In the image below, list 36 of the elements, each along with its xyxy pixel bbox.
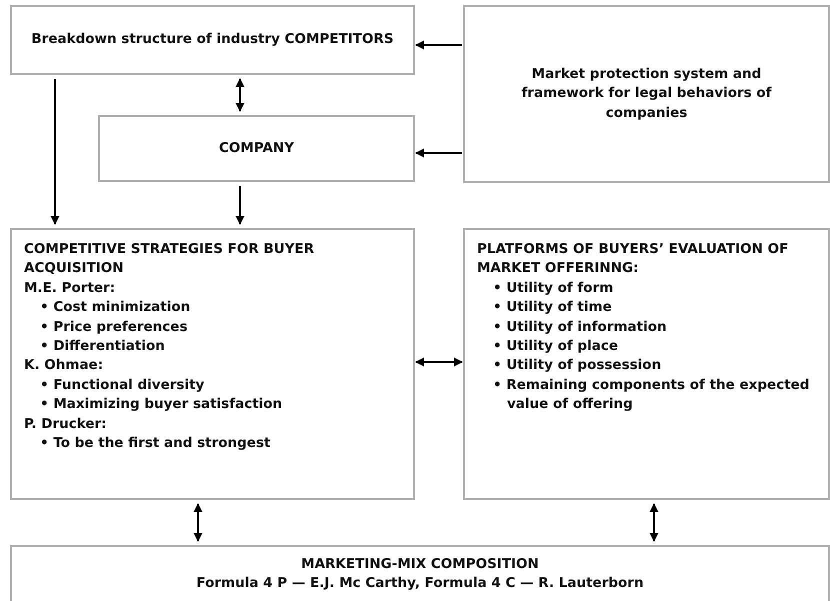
body-text: • Utility of form (492, 278, 614, 298)
heading-text: COMPETITIVE STRATEGIES FOR BUYER ACQUISITION (24, 240, 316, 278)
body-text: Formula 4 P — E.J. Mc Carthy, Formula 4 C — R. Lauterborn (196, 574, 644, 593)
text-box (10, 5, 415, 75)
body-text: • Utility of information (492, 318, 668, 337)
arrow (236, 186, 244, 225)
text-box (10, 545, 830, 601)
body-text: P. Drucker: (24, 414, 108, 434)
body-text: • Utility of time (492, 298, 613, 318)
arrow (415, 358, 463, 366)
body-text: • Cost minimization (39, 298, 192, 318)
arrow (50, 79, 60, 225)
body-text: • Maximizing buyer satisfaction (39, 395, 284, 414)
arrow (415, 148, 462, 158)
body-text: • Utility of possession (492, 356, 662, 376)
heading-text: COMPANY (219, 138, 294, 158)
arrow (650, 503, 658, 542)
text-box (10, 228, 415, 500)
body-text: • Remaining components of the expected value of offering (492, 376, 810, 414)
body-text: • Differentiation (39, 337, 166, 356)
arrow (236, 78, 244, 112)
text-box (463, 5, 830, 183)
arrow (194, 503, 202, 542)
arrow (415, 40, 462, 50)
heading-text: MARKETING-MIX COMPOSITION (301, 554, 539, 574)
text-box (463, 228, 830, 500)
heading-text: Market protection system and framework for legal behaviors of companies (520, 64, 773, 123)
body-text: K. Ohmae: (24, 356, 104, 376)
heading-text: Breakdown structure of industry COMPETITORS (31, 30, 394, 50)
heading-text: PLATFORMS OF BUYERS’ EVALUATION OF MARKET OFFERINNG: (477, 240, 790, 278)
body-text: • Price preferences (39, 318, 188, 337)
text-box (98, 115, 415, 182)
body-text: • Functional diversity (39, 376, 206, 395)
body-text: M.E. Porter: (24, 278, 116, 298)
body-text: • Utility of place (492, 337, 619, 356)
body-text: • To be the first and strongest (39, 434, 272, 454)
